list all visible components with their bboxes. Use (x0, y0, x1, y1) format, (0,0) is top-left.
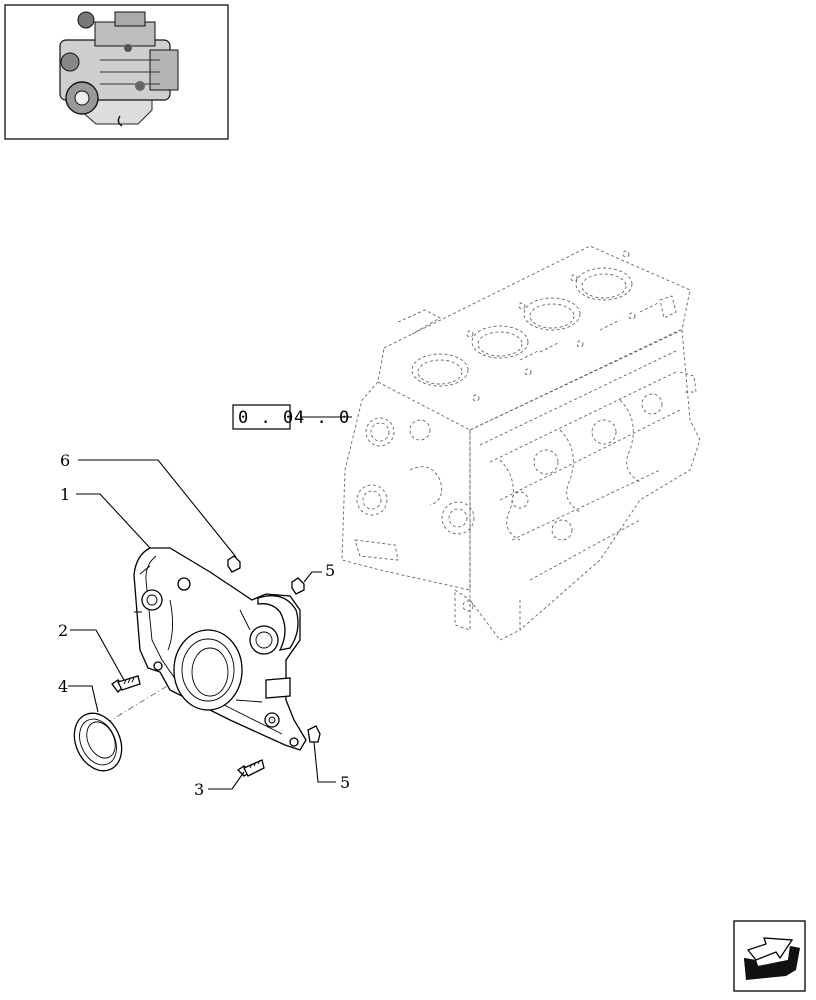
callout-5-lower: 5 (340, 773, 350, 792)
part-4-seal-ring[interactable] (65, 706, 130, 779)
engine-overview-thumbnail-icon (59, 11, 179, 127)
leader-1 (76, 493, 151, 549)
leader-5-lower (313, 741, 336, 783)
leader-2 (70, 629, 125, 681)
callout-4: 4 (58, 677, 68, 696)
engine-thumbnail[interactable] (4, 4, 229, 140)
callout-5-upper: 5 (325, 561, 335, 580)
part-6-plug[interactable] (227, 555, 241, 573)
leader-4 (68, 685, 99, 713)
reference-boxed-text: 0 . 0 (238, 408, 294, 428)
part-3-bolt[interactable] (236, 759, 265, 777)
part-1-timing-cover[interactable] (133, 547, 307, 751)
next-page-arrow-icon (744, 937, 800, 980)
callout-3: 3 (194, 780, 204, 799)
reference-rest-text: 4 . 0 (294, 408, 350, 428)
engine-block-ghost (341, 245, 701, 641)
part-5-plug-lower[interactable] (307, 725, 321, 743)
next-page-button[interactable] (733, 920, 806, 992)
callout-1: 1 (60, 485, 70, 504)
callout-6: 6 (60, 451, 70, 470)
callout-2: 2 (58, 621, 68, 640)
assembly-axis (94, 659, 211, 731)
part-2-bolt[interactable] (111, 675, 141, 693)
part-5-plug-upper[interactable] (291, 577, 305, 595)
section-reference[interactable]: 0 . 0 4 . 0 (232, 404, 352, 430)
leader-6 (78, 459, 237, 558)
leader-5-upper (303, 571, 322, 583)
leader-3 (208, 771, 245, 790)
